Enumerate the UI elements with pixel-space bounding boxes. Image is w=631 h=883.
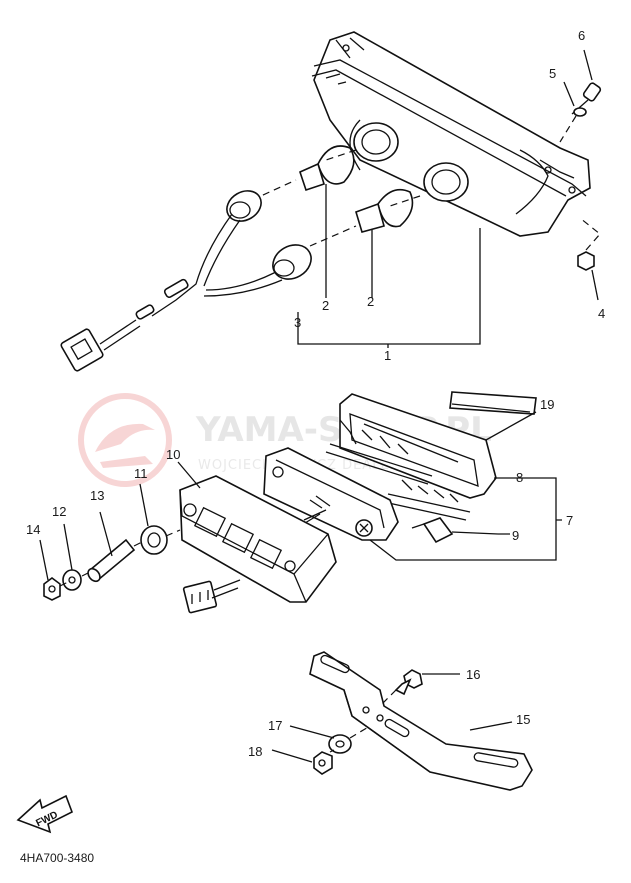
callout-1: 1 (384, 348, 391, 363)
collar-13 (87, 538, 136, 583)
screw-6 (571, 82, 602, 115)
socket-cord (60, 190, 312, 372)
tail-light-assembly (60, 31, 602, 372)
callout-3: 3 (294, 315, 301, 330)
callout-8: 8 (516, 470, 523, 485)
license-connector (182, 579, 241, 614)
callout-10: 10 (166, 447, 180, 462)
license-light-assembly (39, 391, 562, 614)
nut-14 (43, 577, 61, 601)
callout-12: 12 (52, 504, 66, 519)
callout-17: 17 (268, 718, 282, 733)
nut-4 (577, 217, 601, 271)
callout-18: 18 (248, 744, 262, 759)
diagram-code: 4HA700-3480 (20, 851, 94, 865)
damper-11 (140, 525, 168, 555)
callout-2-left: 2 (322, 298, 329, 313)
callout-2-right: 2 (367, 294, 374, 309)
license-bulb-9 (411, 517, 499, 544)
callout-14: 14 (26, 522, 40, 537)
callout-9: 9 (512, 528, 519, 543)
label-19 (449, 391, 537, 415)
license-stay (271, 651, 533, 791)
bulb-hole-lower (423, 162, 469, 202)
bolt-16 (379, 669, 460, 707)
bulb-lower (355, 188, 414, 233)
callout-4: 4 (598, 306, 605, 321)
callout-11: 11 (134, 466, 148, 481)
callout-labels: 1 2 2 3 4 5 6 7 8 9 10 11 12 13 14 15 16… (26, 28, 605, 759)
callout-16: 16 (466, 667, 480, 682)
callout-13: 13 (90, 488, 104, 503)
bracket-10 (179, 475, 337, 603)
fwd-arrow-icon: FWD (16, 794, 74, 834)
washer-5 (573, 107, 587, 117)
callout-6: 6 (578, 28, 585, 43)
nut-18 (313, 751, 333, 775)
callout-7: 7 (566, 513, 573, 528)
watermark-logo (78, 393, 172, 487)
bulb-upper (299, 145, 355, 192)
callout-19: 19 (540, 397, 554, 412)
washer-17 (328, 734, 352, 754)
bulb-hole-upper (353, 122, 399, 162)
callout-5: 5 (549, 66, 556, 81)
callout-15: 15 (516, 712, 530, 727)
washer-12 (62, 569, 82, 591)
